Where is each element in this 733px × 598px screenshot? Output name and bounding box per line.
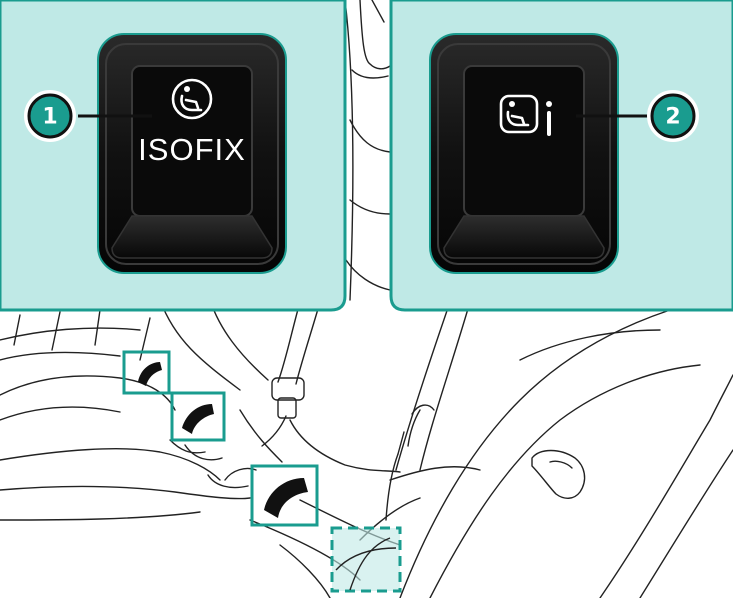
anchor-marker-middle (170, 391, 226, 442)
isofix-label: ISOFIX (138, 132, 246, 167)
isofix-tag: ISOFIX (97, 33, 287, 274)
child-seat-info-icon (499, 94, 552, 136)
hidden-anchor-marker (330, 526, 402, 593)
detail-panel-isofix: ISOFIX 1 (0, 0, 347, 312)
anchor-marker-lower (250, 464, 319, 527)
child-seat-icon (171, 78, 213, 120)
callout-2-number: 2 (665, 105, 680, 130)
callout-1-number: 1 (42, 105, 57, 130)
callout-1: 1 (24, 90, 152, 142)
detail-panel-info: 2 (389, 0, 733, 312)
callout-2: 2 (576, 90, 699, 142)
anchor-marker-upper (122, 350, 171, 395)
info-tag (429, 33, 619, 274)
